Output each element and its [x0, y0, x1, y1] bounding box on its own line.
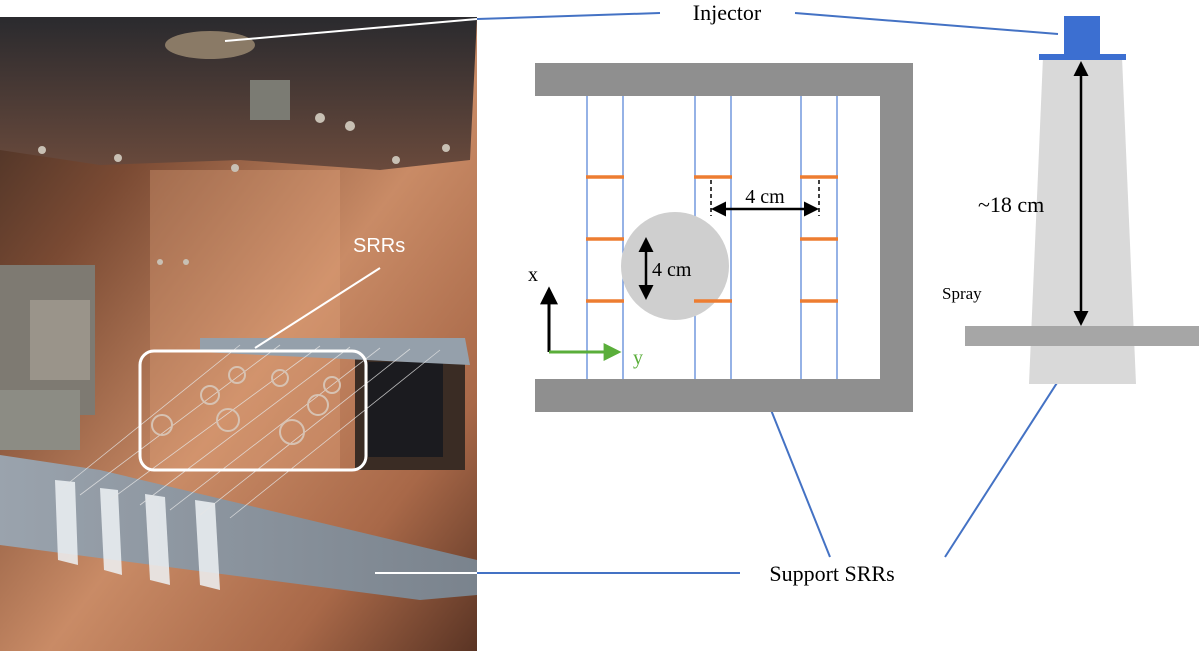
axis-indicator: x y [528, 264, 643, 369]
support-srrs-label: Support SRRs [769, 561, 894, 586]
injector-body [1064, 16, 1100, 54]
spray-label: Spray [942, 284, 982, 303]
injector-plate [1039, 54, 1126, 60]
ceiling-bolts [38, 113, 450, 265]
front-support-beam [0, 455, 477, 600]
horizontal-spacing-label: 4 cm [745, 186, 785, 208]
support-wires [59, 344, 441, 519]
srr-pointer-line [254, 267, 381, 349]
support-bar-side [965, 326, 1199, 346]
vertical-spacing-label: 4 cm [652, 259, 692, 281]
frame-bottom-bar [535, 379, 913, 412]
chamber-photo: SRRs [0, 17, 478, 651]
axis-y-label: y [633, 347, 643, 369]
top-view-schematic: 4 cm 4 cm x y [528, 63, 913, 412]
callout-lines [476, 12, 1083, 574]
srr-markers [586, 175, 838, 303]
frame-top-bar [535, 63, 913, 96]
srr-highlight-box [138, 349, 368, 472]
injector-label: Injector [693, 0, 762, 25]
injector-fitting [165, 31, 255, 59]
injector-pointer-photo [224, 18, 478, 42]
vertical-spacing-dimension: 4 cm [638, 237, 692, 300]
injector-distance-label: ~18 cm [978, 192, 1044, 217]
axis-x-label: x [528, 264, 538, 286]
frame-right-bar [880, 63, 913, 412]
srr-photo-label: SRRs [353, 235, 405, 257]
photo-srr-rings [151, 366, 341, 445]
side-view-schematic: ~18 cm Spray [942, 16, 1199, 384]
horizontal-spacing-dimension: 4 cm [710, 180, 820, 217]
